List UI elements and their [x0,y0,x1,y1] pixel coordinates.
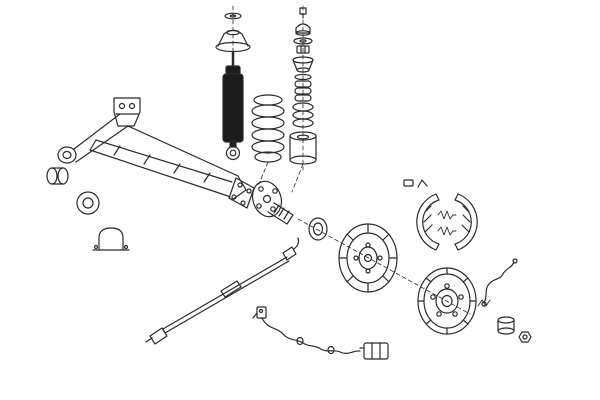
stack-bolt-part [299,7,307,19]
brake-shoe-kit-part [416,193,478,251]
bushing-small-part [46,167,69,185]
shock-absorber-part [222,50,244,161]
parking-brake-cable-part [145,237,300,345]
cap-nut-part [295,23,311,36]
mounting-bracket-part [92,227,130,251]
grease-cap-part [497,316,515,335]
bushing-flanged-part [76,191,100,215]
backing-plate-part [338,223,398,293]
top-washer-part [224,12,242,20]
spring-seat-part [292,56,314,73]
spring-cup-part [289,131,317,165]
coil-spring-part [251,94,285,163]
brake-hose-part [477,258,518,307]
lock-nut-part [296,45,310,54]
retainer-clips-part [403,179,428,188]
seal-ring-part [308,217,328,241]
stub-axle-part [251,180,294,225]
lower-washer-part [294,73,312,81]
bump-stop-part [294,80,312,102]
brake-drum-part [417,267,477,335]
boot-spring-part [292,102,314,128]
upper-washer-part [293,37,313,45]
axle-nut-part [518,331,532,343]
axle-beam-part [57,97,255,209]
abs-sensor-cable-part [252,306,389,360]
diagram-linework [46,5,532,360]
